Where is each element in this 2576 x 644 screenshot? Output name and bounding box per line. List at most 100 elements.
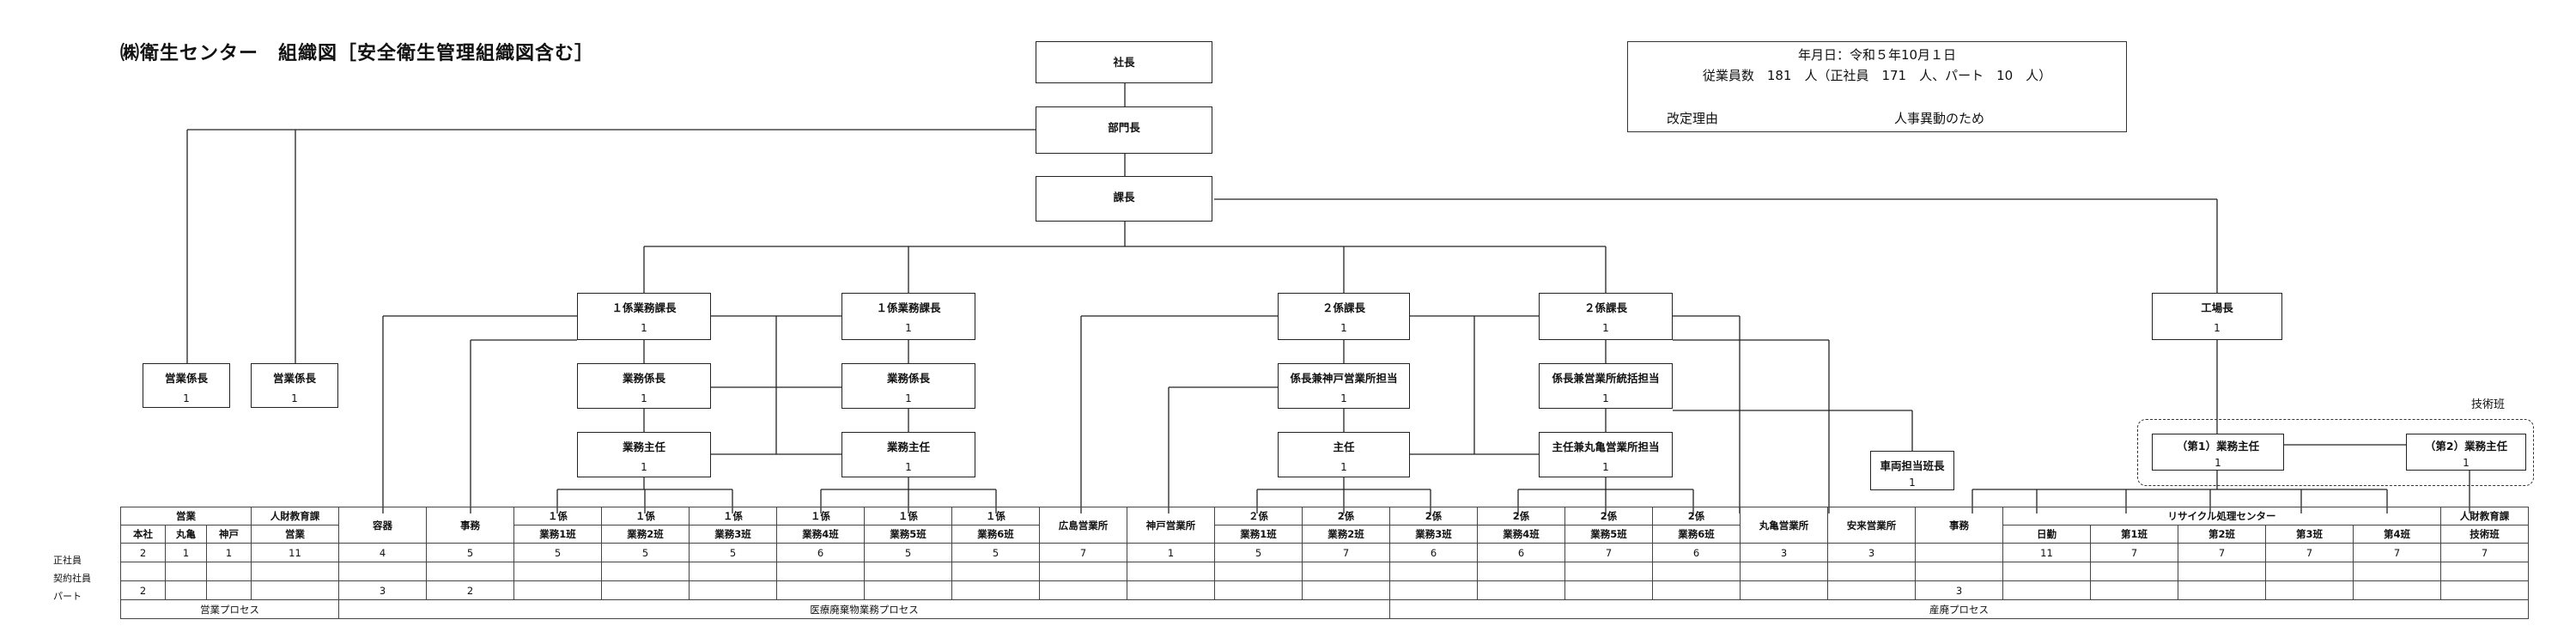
table-cell: 4: [338, 543, 427, 562]
staffing-table: 営業 人財教育課 容器 事務 １係 １係 １係 １係 １係 １係 広島営業所 神…: [120, 507, 2529, 619]
table-cell: 5: [426, 543, 514, 562]
table-header: 営業: [120, 507, 252, 526]
process-row: 営業プロセス 医療廃棄物業務プロセス 産廃プロセス: [120, 599, 2529, 619]
box-count: 1: [1340, 461, 1347, 473]
table-cell: 7: [2353, 543, 2441, 562]
table-header: 人財教育課: [251, 507, 339, 526]
info-box: 年月日：令和５年10月１日 従業員数 181 人（正社員 171 人、パート 1…: [1627, 41, 2127, 132]
box-count: 1: [1909, 477, 1916, 489]
box-count: 1: [2214, 322, 2221, 334]
table-cell: 7: [2178, 543, 2266, 562]
ops-lead-box-2: 業務主任 1: [841, 432, 975, 477]
box-title: 業務主任: [886, 440, 930, 453]
table-header: 2係: [1564, 507, 1653, 526]
table-subheader: 業務1班: [513, 525, 602, 544]
box-count: 1: [1602, 322, 1609, 334]
page-title: ㈱衛生センター 組織図［安全衛生管理組織図含む］: [120, 43, 595, 64]
table-cell: 6: [776, 543, 865, 562]
table-header: １係: [513, 507, 602, 526]
row-label-part: パート: [53, 591, 82, 602]
table-subheader: 業務5班: [1564, 525, 1653, 544]
table-cell: 5: [951, 543, 1040, 562]
box-title: １係業務課長: [876, 301, 941, 314]
employee-count-text: 従業員数 181 人（正社員 171 人、パート 10 人）: [1702, 68, 2052, 83]
table-cell: [1915, 543, 2003, 562]
first-ops-lead-box: （第1）業務主任 1: [2152, 434, 2284, 471]
table-header: 2係: [1389, 507, 1478, 526]
box-title: 社長: [1113, 56, 1135, 69]
table-subheader: 第4班: [2353, 525, 2441, 544]
table-cell: 5: [689, 543, 777, 562]
table-subheader: 営業: [251, 525, 339, 544]
table-subheader: 本社: [120, 525, 166, 544]
box-count: 1: [2215, 457, 2221, 469]
row-label-fulltime: 正社員: [53, 555, 82, 566]
table-cell: 5: [513, 543, 602, 562]
table-header: 容器: [338, 507, 427, 544]
box-count: 1: [183, 392, 190, 404]
table-header: ２係: [1214, 507, 1303, 526]
table-subheader: 業務3班: [689, 525, 777, 544]
table-header: 2係: [1302, 507, 1390, 526]
table-cell: 3: [1740, 543, 1828, 562]
part-row: 2 3 2 3: [120, 580, 2529, 600]
table-subheader: 業務3班: [1389, 525, 1478, 544]
box-count: 1: [905, 392, 912, 404]
table-cell: 3: [1827, 543, 1916, 562]
box-title: 主任兼丸亀営業所担当: [1552, 440, 1660, 453]
box-title: ２係課長: [1583, 301, 1627, 314]
table-subheader: 日勤: [2002, 525, 2091, 544]
table-cell: 7: [1564, 543, 1653, 562]
reason-label: 改定理由: [1667, 111, 1719, 126]
table-header: リサイクル処理センター: [2002, 507, 2441, 526]
table-cell: 7: [2265, 543, 2354, 562]
box-title: 係長兼神戸営業所担当: [1290, 372, 1398, 385]
box-count: 1: [641, 461, 647, 473]
table-header: 丸亀営業所: [1740, 507, 1828, 544]
box-count: 1: [1340, 322, 1347, 334]
table-header: 2係: [1477, 507, 1565, 526]
table-cell: 11: [251, 543, 339, 562]
table-header: １係: [776, 507, 865, 526]
table-header: １係: [951, 507, 1040, 526]
table-subheader: 神戸: [206, 525, 252, 544]
table-subheader: 第1班: [2090, 525, 2178, 544]
table-subheader: 業務4班: [776, 525, 865, 544]
table-cell: 2: [120, 580, 166, 600]
table-subheader: 丸亀: [165, 525, 207, 544]
contract-row: [120, 562, 2529, 581]
box-title: 係長兼営業所統括担当: [1552, 372, 1660, 385]
fulltime-row: 2 1 1 11 4 5 5 5 5 6 5 5 7 1 5 7 6 6 7 6…: [120, 543, 2529, 562]
box-title: （第1）業務主任: [2176, 440, 2260, 453]
table-cell: 7: [2440, 543, 2529, 562]
box-title: 工場長: [2201, 301, 2233, 314]
table-cell: 7: [2090, 543, 2178, 562]
table-cell: 5: [864, 543, 952, 562]
president-box: 社長: [1036, 41, 1212, 83]
table-header: 安来営業所: [1827, 507, 1916, 544]
table-cell: 7: [1039, 543, 1127, 562]
table-cell: 1: [165, 543, 207, 562]
process-cell: 営業プロセス: [120, 599, 339, 619]
table-cell: 1: [1127, 543, 1215, 562]
box-count: 1: [641, 392, 647, 404]
section2-chief-box-2: ２係課長 1: [1539, 293, 1673, 340]
table-header: 広島営業所: [1039, 507, 1127, 544]
box-count: 1: [905, 461, 912, 473]
table-subheader: 第3班: [2265, 525, 2354, 544]
table-subheader: 業務6班: [951, 525, 1040, 544]
table-cell: 6: [1389, 543, 1478, 562]
table-cell: 5: [601, 543, 690, 562]
tech-team-label: 技術班: [2471, 398, 2506, 411]
box-title: 部門長: [1108, 121, 1140, 134]
